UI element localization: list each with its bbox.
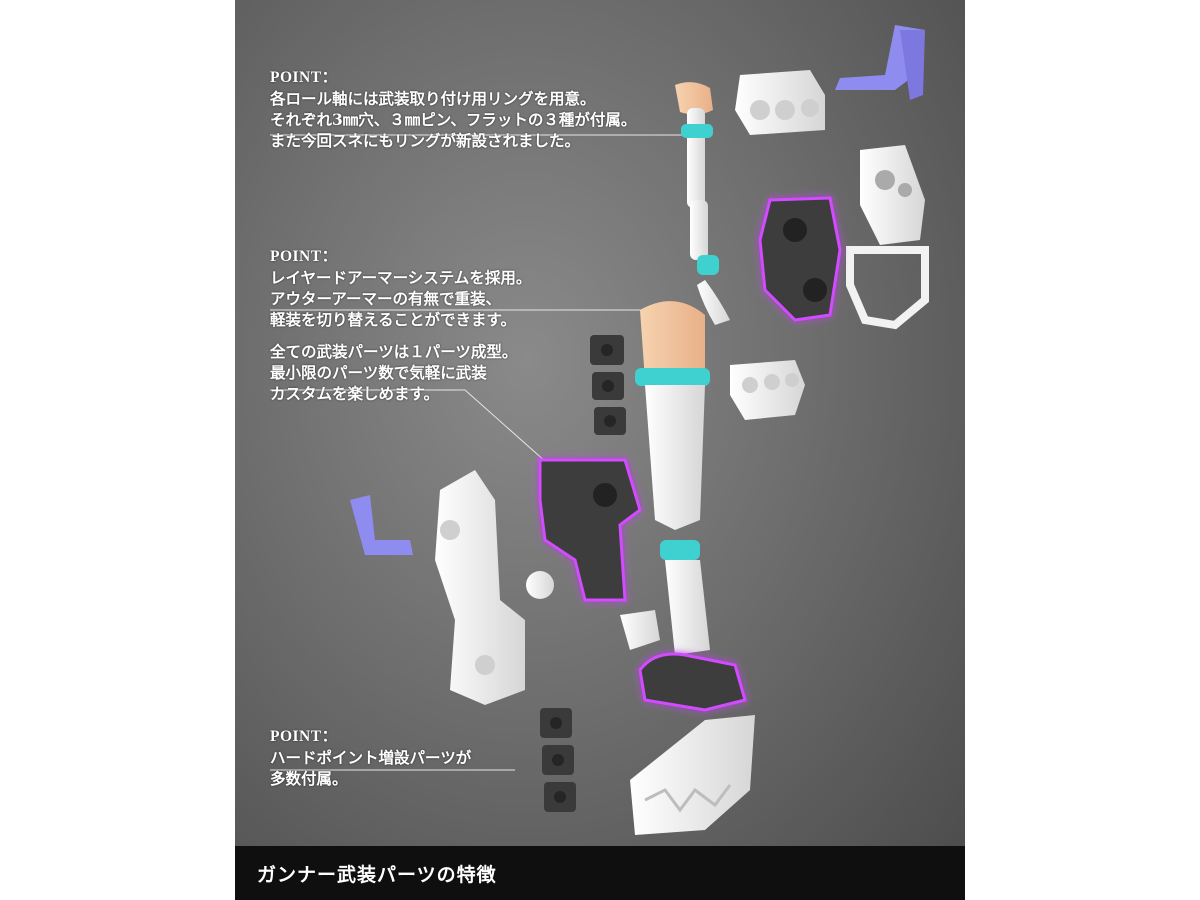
ring-icon — [697, 255, 719, 275]
point-text: 全ての武装パーツは１パーツ成型。 最小限のパーツ数で気軽に武装 カスタムを楽しめ… — [270, 342, 518, 403]
point-text: レイヤードアーマーシステムを採用。 アウターアーマーの有無で重装、 軽装を切り替… — [270, 268, 532, 329]
leader-lines — [270, 134, 695, 771]
point-title: POINT： — [270, 69, 338, 86]
point-text: ハードポイント増設パーツが 多数付属。 — [270, 748, 472, 788]
dark-gun-glow-part — [538, 458, 642, 602]
white-clip-part-2 — [730, 360, 805, 420]
small-white-part — [620, 610, 660, 650]
parts-illustration — [270, 25, 929, 835]
purple-handle-part — [835, 25, 925, 100]
purple-handle-part-2 — [350, 495, 413, 555]
point-note-1: POINT： 各ロール軸には武装取り付け用リングを用意。 それぞれ3㎜穴、３㎜ピン… — [270, 46, 636, 151]
ring-icon — [681, 124, 713, 138]
footer-title: ガンナー武装パーツの特徴 — [257, 864, 497, 886]
white-armor-part — [846, 145, 929, 330]
point-title: POINT： — [270, 248, 338, 265]
point-title: POINT： — [270, 728, 338, 745]
footer-bar: ガンナー武装パーツの特徴 — [235, 846, 965, 900]
ring-icon — [635, 368, 710, 386]
point-note-2-extra: 全ての武装パーツは１パーツ成型。 最小限のパーツ数で気軽に武装 カスタムを楽しめ… — [270, 320, 517, 404]
hardpoint-stack-upper — [590, 335, 626, 435]
shoe-glow-part — [638, 652, 747, 712]
hardpoint-stack-lower — [540, 708, 576, 812]
white-clip-part — [735, 70, 825, 135]
white-shin-armor-part — [435, 470, 554, 705]
foot-armor-part — [630, 715, 755, 835]
dark-armor-glow-part — [758, 196, 842, 322]
ring-icon — [660, 540, 700, 560]
leg-figure — [635, 301, 710, 655]
illustration-panel: POINT： 各ロール軸には武装取り付け用リングを用意。 それぞれ3㎜穴、３㎜ピン… — [235, 0, 965, 900]
point-text: 各ロール軸には武装取り付け用リングを用意。 それぞれ3㎜穴、３㎜ピン、フラットの… — [270, 89, 637, 150]
point-note-3: POINT： ハードポイント増設パーツが 多数付属。 — [270, 705, 471, 789]
arm-figure — [675, 82, 730, 325]
point-note-2: POINT： レイヤードアーマーシステムを採用。 アウターアーマーの有無で重装、 … — [270, 225, 531, 330]
